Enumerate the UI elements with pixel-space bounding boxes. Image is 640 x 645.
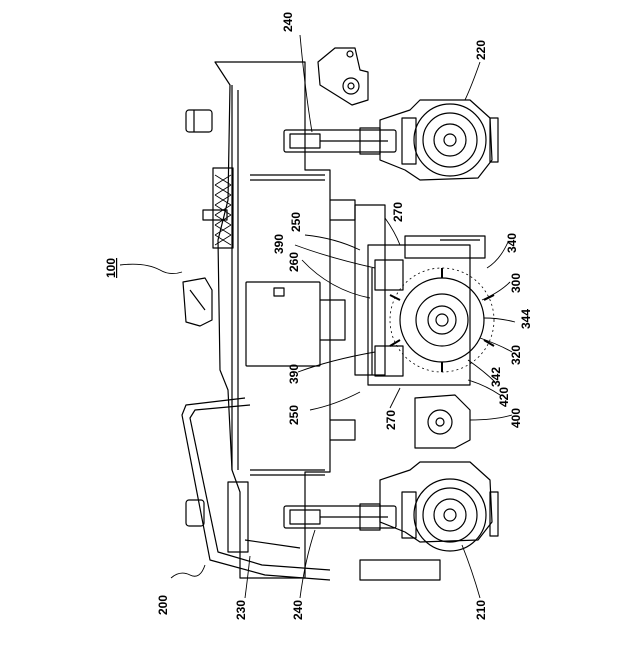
label-250-top: 250 — [289, 212, 303, 232]
label-344: 344 — [519, 309, 533, 329]
cabin-frame-230 — [182, 398, 330, 580]
cylinder-top-240 — [284, 128, 396, 154]
label-210: 210 — [474, 600, 488, 620]
unit-400 — [415, 395, 470, 448]
cylinder-bottom-240 — [284, 504, 396, 530]
wheel-220 — [380, 100, 498, 180]
label-320: 320 — [509, 345, 523, 365]
label-240-bottom: 240 — [291, 600, 305, 620]
label-230: 230 — [234, 600, 248, 620]
label-390-top: 390 — [272, 234, 286, 254]
lamp-unit — [183, 278, 212, 326]
label-220: 220 — [474, 40, 488, 60]
rotary-drum — [390, 268, 494, 372]
top-bracket-mechanism — [318, 48, 368, 105]
grille-vent — [213, 168, 233, 248]
label-260: 260 — [287, 252, 301, 272]
label-400: 400 — [509, 408, 523, 428]
chassis-body — [215, 62, 355, 578]
central-assembly — [355, 205, 485, 385]
wheel-210 — [360, 462, 498, 580]
label-270-top: 270 — [391, 202, 405, 222]
label-420: 420 — [497, 387, 511, 407]
label-240-top: 240 — [281, 12, 295, 32]
label-390-bottom: 390 — [287, 364, 301, 384]
label-270-bottom: 270 — [384, 410, 398, 430]
label-100: 100 — [104, 258, 118, 278]
label-250-bottom: 250 — [287, 405, 301, 425]
label-340: 340 — [505, 233, 519, 253]
reference-labels: 100 200 210 220 230 240 240 250 250 260 … — [104, 12, 533, 620]
exhaust-cap-top — [186, 110, 212, 132]
label-200: 200 — [156, 595, 170, 615]
label-300: 300 — [509, 273, 523, 293]
label-342: 342 — [489, 367, 503, 387]
